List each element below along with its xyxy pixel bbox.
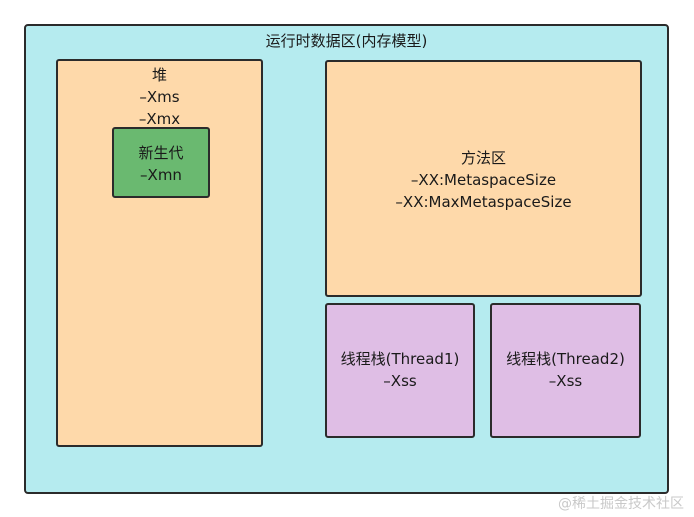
heap-label: 堆 –Xms –Xmx <box>58 64 261 130</box>
thread-stack-param-2: –Xss <box>548 372 583 390</box>
heap-param-xmx: –Xmx <box>138 110 181 128</box>
thread-stack-title-2: 线程栈(Thread2) <box>506 350 625 368</box>
thread-stack-title-1: 线程栈(Thread1) <box>340 350 460 368</box>
young-generation-label: 新生代 –Xmn <box>114 142 208 186</box>
watermark: @稀土掘金技术社区 <box>558 496 684 512</box>
runtime-data-area-title: 运行时数据区(内存模型) <box>265 32 428 50</box>
method-area-param-metaspace: –XX:MetaspaceSize <box>410 171 557 189</box>
heap-title: 堆 <box>151 66 167 84</box>
thread-stack-param-1: –Xss <box>383 372 417 390</box>
method-area-label: 方法区 –XX:MetaspaceSize –XX:MaxMetaspaceSi… <box>327 147 640 213</box>
heap-param-xms: –Xms <box>139 88 180 106</box>
young-generation-box: 新生代 –Xmn <box>112 127 210 198</box>
thread-stack-box-2: 线程栈(Thread2) –Xss <box>490 303 641 438</box>
heap-box: 堆 –Xms –Xmx <box>56 59 263 447</box>
thread-stack-label-1: 线程栈(Thread1) –Xss <box>327 348 473 392</box>
young-generation-param: –Xmn <box>140 166 182 184</box>
thread-stack-label-2: 线程栈(Thread2) –Xss <box>492 348 639 392</box>
thread-stack-box-1: 线程栈(Thread1) –Xss <box>325 303 475 438</box>
method-area-box: 方法区 –XX:MetaspaceSize –XX:MaxMetaspaceSi… <box>325 60 642 297</box>
young-generation-title: 新生代 <box>138 144 184 162</box>
method-area-param-max-metaspace: –XX:MaxMetaspaceSize <box>395 193 572 211</box>
method-area-title: 方法区 <box>460 149 506 167</box>
